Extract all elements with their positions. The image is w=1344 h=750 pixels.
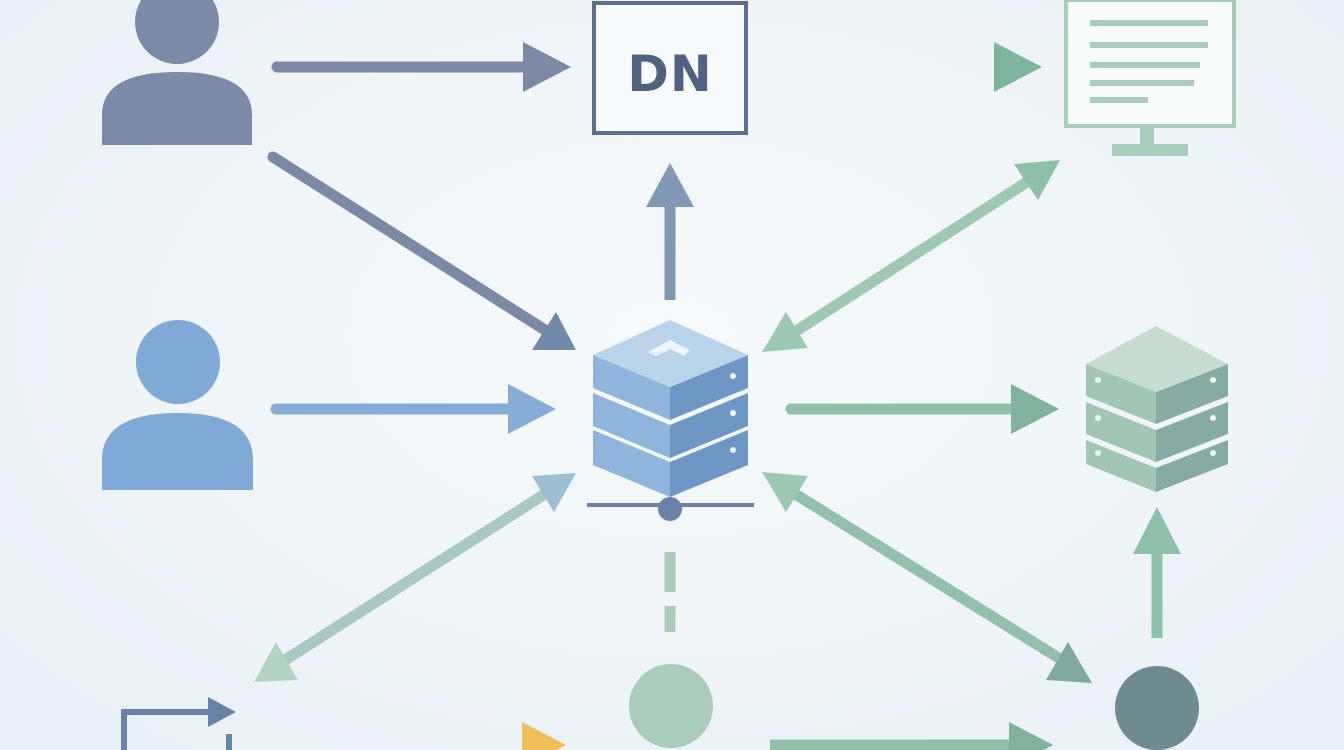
user-head <box>135 0 219 64</box>
arrow <box>270 384 556 434</box>
arrow <box>785 384 1059 434</box>
monitor-stand <box>1112 144 1188 156</box>
arrow <box>267 151 576 350</box>
server-stack-icon <box>1086 326 1228 492</box>
user-icon <box>102 0 252 145</box>
arrow <box>254 473 576 682</box>
arrow <box>1133 507 1181 638</box>
monitor-neck <box>1140 126 1154 144</box>
dn-box-frame <box>592 1 748 135</box>
loop-arrow-icon <box>121 697 236 750</box>
user-icon <box>102 320 253 490</box>
user-body <box>102 72 252 145</box>
server-network-node <box>658 497 682 521</box>
arrow <box>762 472 1092 683</box>
circle-node-icon <box>1115 666 1199 750</box>
circle-node-icon <box>629 664 713 748</box>
user-head <box>136 320 220 404</box>
arrow <box>271 42 571 92</box>
monitor-icon <box>1064 0 1236 156</box>
dn-label: DN <box>627 45 712 103</box>
user-body <box>102 413 253 490</box>
arrow <box>765 42 1042 92</box>
arrow <box>770 722 1053 750</box>
arrow <box>646 163 694 300</box>
arrow <box>276 722 566 750</box>
arrow <box>762 160 1060 352</box>
dn-box-icon: DN <box>592 1 748 135</box>
server-stack-icon <box>587 320 754 521</box>
